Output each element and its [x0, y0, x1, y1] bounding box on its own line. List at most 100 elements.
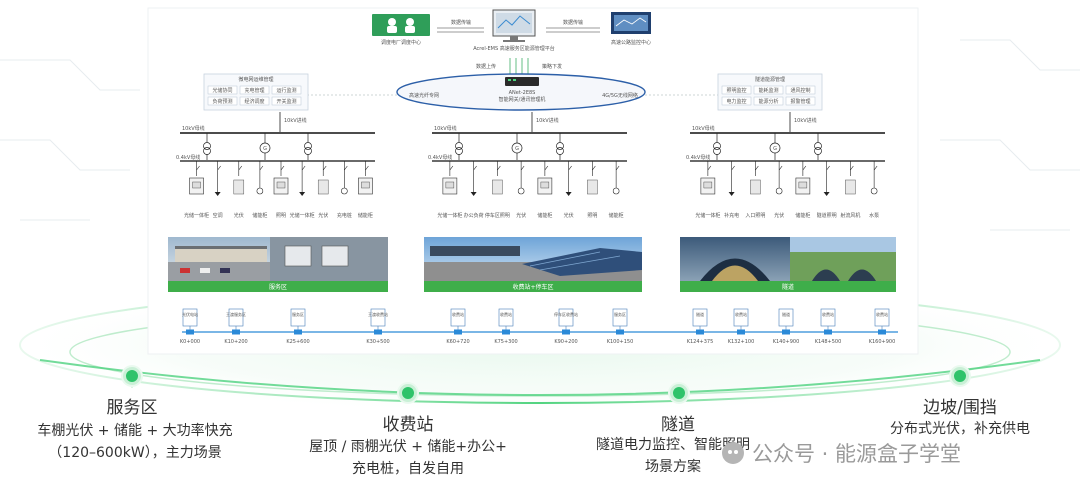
station-km: K25+600	[286, 339, 309, 345]
sld-feeder-label: 储能柜	[358, 212, 373, 219]
panel-item: 经济调度	[244, 98, 264, 105]
photo-caption-2: 收费站+停车区	[512, 283, 553, 291]
station-marker	[374, 329, 382, 335]
sld-feeder-label: 光储一体柜	[184, 212, 209, 219]
panel-right: 隧道能源管理 照明监控能耗监测通风控制电力监控能源分析报警管理	[717, 73, 823, 111]
panel-item-box	[239, 96, 270, 106]
panel-item: 通风控制	[790, 87, 810, 94]
category-title-toll: 收费站	[382, 415, 434, 435]
gateway-name: 智能网关/通讯管理机	[499, 96, 546, 103]
station-km: K30+500	[366, 339, 389, 345]
watermark: 公众号 · 能源盒子学堂	[722, 438, 961, 468]
category-desc-toll: 屋顶 / 雨棚光伏 + 储能+办公+ 充电桩，自发自用	[283, 436, 533, 480]
caption-bar-3	[680, 281, 896, 292]
net-right-label: 4G/5G无线网络	[602, 92, 638, 99]
platform-monitor-icon	[492, 9, 536, 42]
station-km: K100+150	[607, 339, 634, 345]
sld-feeder-label: 隧道照明	[817, 212, 837, 219]
left-arrow-label: 数据传输	[451, 19, 471, 26]
gateway-model: ANet-2E8S	[509, 90, 536, 96]
station-name: 服务区	[292, 311, 304, 317]
station: 王渡收费站 K30+500	[366, 308, 390, 345]
station-km: K60+720	[446, 339, 469, 345]
station-marker	[782, 329, 790, 335]
panel-item: 报警管理	[790, 98, 810, 105]
panel-item: 充电管理	[244, 87, 264, 94]
station-name: 收费站	[500, 311, 512, 317]
sld-feeder-label: 射流风机	[840, 212, 860, 219]
sld-0: 10kV进线10kV母线G0.4kV母线光储一体柜空调光伏储能柜照明光储一体柜光…	[176, 112, 375, 219]
sld-lv-label: 0.4kV母线	[428, 154, 452, 161]
sld-feeder-label: 照明	[276, 213, 286, 219]
sld-feeder-label: 照明	[587, 213, 597, 219]
station: 收费站 K148+500	[815, 308, 842, 345]
sld-feeder-label: 补充电	[724, 212, 739, 219]
category-desc-line: 隧道电力监控、智能照明	[596, 437, 750, 453]
dispatch-center-icon	[372, 14, 430, 36]
station-km: K148+500	[815, 339, 842, 345]
photo-service-area	[168, 237, 388, 281]
monitoring-center-icon	[611, 12, 651, 34]
right-center-label: 高速公路监控中心	[611, 39, 651, 46]
station-marker	[186, 329, 194, 335]
download-label: 策略下发	[542, 63, 562, 70]
station-name: 隧道	[782, 311, 790, 317]
station-marker	[562, 329, 570, 335]
sld-1: 10kV进线10kV母线G0.4kV母线光储一体柜办公负荷停车区照明光伏储能柜光…	[428, 112, 627, 219]
panel-item-box	[785, 85, 816, 95]
station-km: K10+200	[224, 339, 247, 345]
panel-item-box	[753, 85, 784, 95]
panel-item-box	[207, 85, 238, 95]
station-km: K132+100	[728, 339, 755, 345]
station-marker	[294, 329, 302, 335]
station: 收费站 K132+100	[728, 308, 755, 345]
sld-feeder-label: 办公负荷	[464, 212, 484, 219]
panel-right-title: 隧道能源管理	[755, 76, 785, 83]
station-marker	[824, 329, 832, 335]
category-title-tunnel: 隧道	[661, 415, 695, 435]
sld-feeder-label: 入口照明	[745, 213, 765, 219]
panel-item-box	[785, 96, 816, 106]
sld-feeder-label: 光伏	[318, 212, 328, 219]
station-marker	[502, 329, 510, 335]
station-km: K160+900	[869, 339, 896, 345]
category-desc-line: 分布式光伏，补充供电	[890, 421, 1030, 437]
background-lines	[0, 39, 1080, 231]
category-title-service: 服务区	[106, 398, 158, 418]
station-name: 服务区	[614, 311, 626, 317]
sld-hv-label: 10kV进线	[284, 117, 307, 124]
panel-item-box	[721, 85, 752, 95]
wechat-icon	[722, 442, 744, 464]
panel-item-box	[721, 96, 752, 106]
sld-hv-label: 10kV进线	[536, 117, 559, 124]
node-dot-service	[123, 367, 141, 385]
station-name: 收费站	[822, 311, 834, 317]
photo-caption-3: 隧道	[782, 283, 794, 291]
photo-tunnel	[680, 237, 896, 281]
stations: 光伏电站K0+000王渡服务区K10+200服务区K25+600王渡收费站K30…	[180, 308, 896, 345]
panel-item: 开关监测	[276, 98, 296, 105]
sld-2: 10kV进线10kV母线G0.4kV母线光储一体柜补充电入口照明光伏储能柜隧道照…	[686, 112, 885, 219]
station-name: 收费站	[735, 311, 747, 317]
station-name: 光伏电站	[182, 311, 198, 317]
category-title-slope: 边坡/围挡	[923, 398, 997, 418]
panel-item-box	[207, 96, 238, 106]
station-name: 王渡收费站	[368, 311, 388, 317]
panel-item: 电力监控	[726, 98, 746, 105]
station-marker	[454, 329, 462, 335]
category-desc-slope: 分布式光伏，补充供电	[850, 418, 1070, 440]
right-arrow-label: 数据传输	[563, 19, 583, 26]
sld-bus-label: 10kV母线	[692, 125, 715, 132]
sld-feeder-label: 充电桩	[337, 212, 352, 219]
sld-feeder-label: 空调	[213, 212, 223, 219]
panel-item-box	[271, 96, 302, 106]
category-desc-service: 车棚光伏 + 储能 + 大功率快充 （120–600kW），主力场景	[10, 420, 260, 464]
left-center-label: 调度电厂调度中心	[381, 39, 421, 46]
gateway-device-icon	[505, 77, 539, 86]
